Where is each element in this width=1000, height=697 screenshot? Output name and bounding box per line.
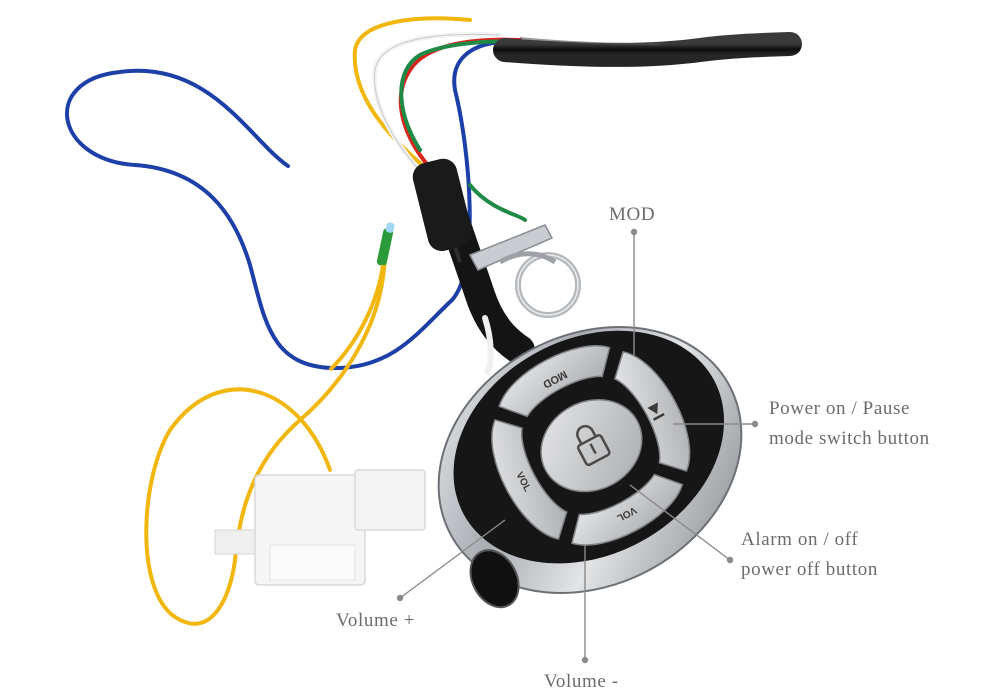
power-pause-label-line2: mode switch button: [769, 428, 930, 449]
yellow-wire: [144, 248, 387, 626]
mod-label-text: MOD: [609, 204, 656, 225]
fob-lanyard-hole: [469, 549, 520, 609]
volume-minus-button[interactable]: [562, 465, 691, 560]
main-cable: [493, 32, 802, 67]
power-pause-label: Power on / Pause mode switch button: [769, 394, 930, 454]
heat-shrink-sleeve: [412, 158, 473, 252]
leader-volume-plus: [399, 519, 506, 599]
white-connector: [214, 469, 426, 586]
alarm-label-line2: power off button: [741, 559, 878, 580]
keyring-clip: [468, 224, 554, 271]
green-yellow-wire: [328, 264, 385, 372]
callout-leaders: [396, 228, 759, 664]
green-wire: [399, 39, 527, 222]
yellow-wire-lead: [352, 16, 472, 192]
green-wire-tip: [385, 222, 395, 233]
green-wire-terminal: [376, 228, 394, 266]
leader-alarm: [629, 484, 731, 561]
play-pause-icon: [647, 402, 665, 421]
power-lock-icon: [576, 424, 611, 467]
power-pause-button[interactable]: [605, 341, 706, 480]
volume-plus-button[interactable]: [475, 410, 576, 549]
power-pause-label-line1: Power on / Pause: [769, 398, 911, 419]
mod-button[interactable]: [490, 331, 619, 426]
volume-plus-label-text: Volume +: [336, 610, 416, 631]
volume-plus-label: Volume +: [336, 606, 415, 636]
remote-fob: MOD VOL VOL: [437, 326, 743, 609]
alarm-label: Alarm on / off power off button: [741, 525, 878, 585]
alarm-label-line1: Alarm on / off: [741, 529, 859, 550]
volume-minus-label-text: Volume -: [544, 671, 619, 692]
blue-wire: [65, 40, 502, 371]
volume-minus-label: Volume -: [544, 667, 619, 697]
mod-label: MOD: [609, 200, 655, 230]
